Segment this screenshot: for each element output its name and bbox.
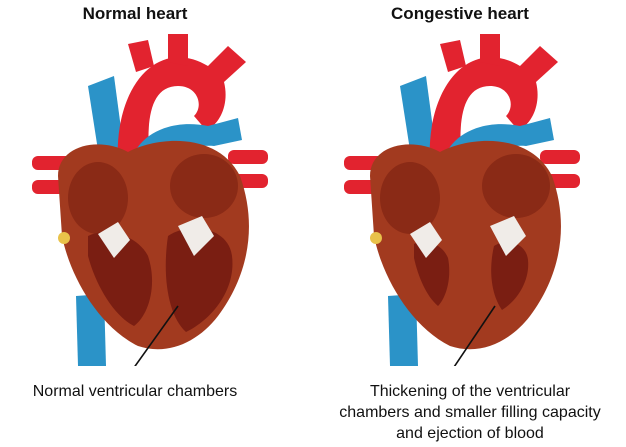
caption-line: chambers and smaller filling capacity	[320, 402, 620, 423]
caption-line: Normal ventricular chambers	[0, 381, 270, 402]
congestive-heart-illustration	[330, 26, 590, 366]
right-atrium	[68, 162, 128, 234]
caption-congestive: Thickening of the ventricular chambers a…	[320, 381, 620, 444]
coronary-fat	[370, 232, 382, 244]
aorta-branch-2	[168, 34, 188, 66]
aorta-branch-1	[440, 40, 466, 72]
caption-line: and ejection of blood	[320, 423, 620, 444]
aorta-branch-1	[128, 40, 154, 72]
caption-line: Thickening of the ventricular	[320, 381, 620, 402]
left-atrium	[482, 154, 550, 218]
aorta-branch-2	[480, 34, 500, 66]
right-atrium	[380, 162, 440, 234]
left-atrium	[170, 154, 238, 218]
caption-normal: Normal ventricular chambers	[0, 381, 270, 402]
panel-title-normal: Normal heart	[20, 4, 250, 24]
normal-heart-illustration	[18, 26, 278, 366]
coronary-fat	[58, 232, 70, 244]
pulmonary-vein-right-1	[228, 150, 268, 164]
pulmonary-vein-right-1	[540, 150, 580, 164]
panel-title-congestive: Congestive heart	[340, 4, 580, 24]
